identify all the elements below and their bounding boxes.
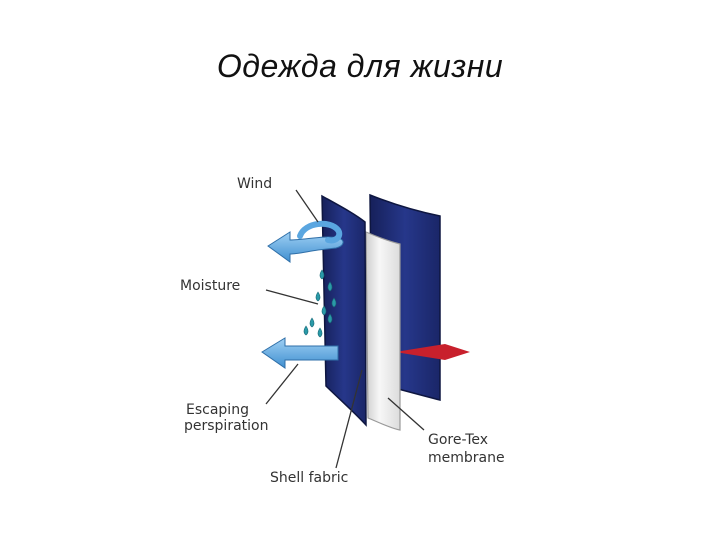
- label-perspiration: perspiration: [184, 418, 269, 434]
- wind-arrow: [267, 231, 344, 263]
- goretex-membrane-panel: [365, 231, 401, 431]
- leader-goretex: [387, 397, 425, 431]
- droplet: [303, 325, 309, 336]
- label-shell-fabric: Shell fabric: [270, 470, 349, 486]
- leader-moisture: [265, 289, 319, 305]
- droplet: [317, 327, 323, 338]
- label-moisture: Moisture: [180, 278, 241, 294]
- heat-arrow: [395, 344, 470, 360]
- leader-perspiration: [265, 363, 299, 405]
- leader-shell: [335, 369, 363, 469]
- label-membrane: membrane: [428, 450, 505, 466]
- droplet: [321, 305, 327, 316]
- droplet: [309, 317, 315, 328]
- slide-title: Одежда для жизни: [216, 48, 504, 84]
- moisture-droplets: [303, 269, 337, 338]
- droplet: [319, 269, 325, 280]
- shell-fabric-panel: [321, 194, 367, 427]
- leader-wind: [295, 189, 319, 223]
- droplet: [331, 297, 337, 308]
- droplet: [315, 291, 321, 302]
- label-wind: Wind: [237, 176, 273, 192]
- perspiration-arrow: [261, 337, 339, 369]
- droplet: [327, 313, 333, 324]
- label-goretex: Gore-Tex: [428, 432, 489, 448]
- label-escaping: Escaping: [186, 402, 249, 418]
- wind-curl: [297, 220, 343, 244]
- droplet: [327, 281, 333, 292]
